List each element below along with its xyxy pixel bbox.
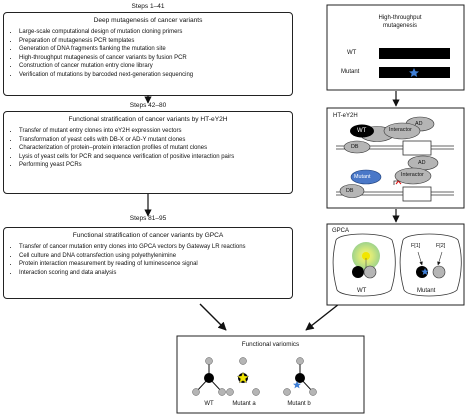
gpca-mutant-label: Mutant: [417, 288, 436, 294]
list-item: Generation of DNA fragments flanking the…: [19, 45, 292, 54]
y2h-mutant-protein-label: Mutant: [354, 174, 371, 180]
variomics-wt-label: WT: [204, 401, 214, 407]
step-label-1: Steps 1–41: [131, 3, 165, 10]
mutagenesis-wt-label: WT: [347, 50, 357, 56]
list-item: Transfer of cancer mutation entry clones…: [19, 243, 292, 252]
y2h-ad-top-label: AD: [415, 121, 423, 127]
gpca-wt-label: WT: [357, 288, 367, 294]
variomics-mutant-a-label: Mutant a: [232, 401, 256, 407]
variomics-network-wt: [192, 357, 226, 396]
y2h-db-top-label: DB: [351, 144, 359, 150]
list-item: Verification of mutations by barcoded ne…: [19, 71, 292, 80]
list-item: Preparation of mutagenesis PCR templates: [19, 37, 292, 46]
deep-mutagenesis-list: Large-scale computational design of muta…: [4, 28, 292, 80]
wt-dna-bar: [379, 48, 450, 59]
y2h-db-bottom-label: DB: [346, 188, 354, 194]
y2h-mutant-construct: [336, 155, 454, 202]
gpca-list: Transfer of cancer mutation entry clones…: [4, 243, 292, 277]
y2h-interactor-bottom-label: Interactor: [401, 172, 424, 178]
hteY2H-title: HT-eY2H: [333, 113, 358, 119]
list-item: Transfer of mutant entry clones into eY2…: [19, 127, 292, 136]
list-item: Interaction scoring and data analysis: [19, 269, 292, 278]
mutagenesis-title: High-throughput mutagenesis: [378, 15, 422, 29]
y2h-interactor-top-label: Interactor: [389, 127, 412, 133]
y2h-wt-construct: [336, 116, 454, 156]
mutagenesis-mutant-label: Mutant: [341, 69, 360, 75]
gpca-box: Functional stratification of cancer vari…: [3, 227, 293, 299]
list-item: Transformation of yeast cells with DB-X …: [19, 136, 292, 145]
gpca-mutant-cell: [399, 233, 462, 297]
y2h-wt-protein-label: WT: [357, 128, 367, 134]
gpca-title: Functional stratification of cancer vari…: [72, 232, 224, 239]
ht-ey2h-title: Functional stratification of cancer vari…: [68, 116, 228, 123]
list-item: Large-scale computational design of muta…: [19, 28, 292, 37]
arrow-to-variomics-right: [305, 303, 340, 331]
deep-mutagenesis-title: Deep mutagenesis of cancer variants: [93, 17, 203, 24]
gpca-f1-label: F[1]: [411, 243, 421, 249]
gpca-wt-cell: [332, 233, 396, 297]
list-item: Cell culture and DNA cotransfection usin…: [19, 252, 292, 261]
step-label-3: Steps 81–95: [129, 215, 167, 222]
list-item: Performing yeast PCRs: [19, 161, 292, 170]
variomics-network-mutant-b: [283, 357, 317, 396]
mutation-star-icon: [409, 68, 419, 77]
step-label-2: Steps 42–80: [129, 102, 167, 109]
list-item: Construction of cancer mutation entry cl…: [19, 62, 292, 71]
ht-ey2h-list: Transfer of mutant entry clones into eY2…: [4, 127, 292, 170]
variomics-mutant-b-label: Mutant b: [287, 401, 311, 407]
list-item: Lysis of yeast cells for PCR and sequenc…: [19, 153, 292, 162]
list-item: Protein interaction measurement by readi…: [19, 260, 292, 269]
list-item: Characterization of protein–protein inte…: [19, 144, 292, 153]
variomics-title: Functional variomics: [241, 341, 300, 348]
ht-ey2h-box: Functional stratification of cancer vari…: [3, 111, 293, 194]
gpca-title: GPCA: [332, 228, 350, 234]
y2h-ad-bottom-label: AD: [418, 160, 426, 166]
arrow-to-variomics-left: [199, 303, 227, 331]
gpca-f2-label: F[2]: [436, 243, 446, 249]
list-item: High-throughput mutagenesis of cancer va…: [19, 54, 292, 63]
variomics-network-mutant-a: [226, 357, 260, 396]
deep-mutagenesis-box: Deep mutagenesis of cancer variants Larg…: [3, 12, 293, 96]
